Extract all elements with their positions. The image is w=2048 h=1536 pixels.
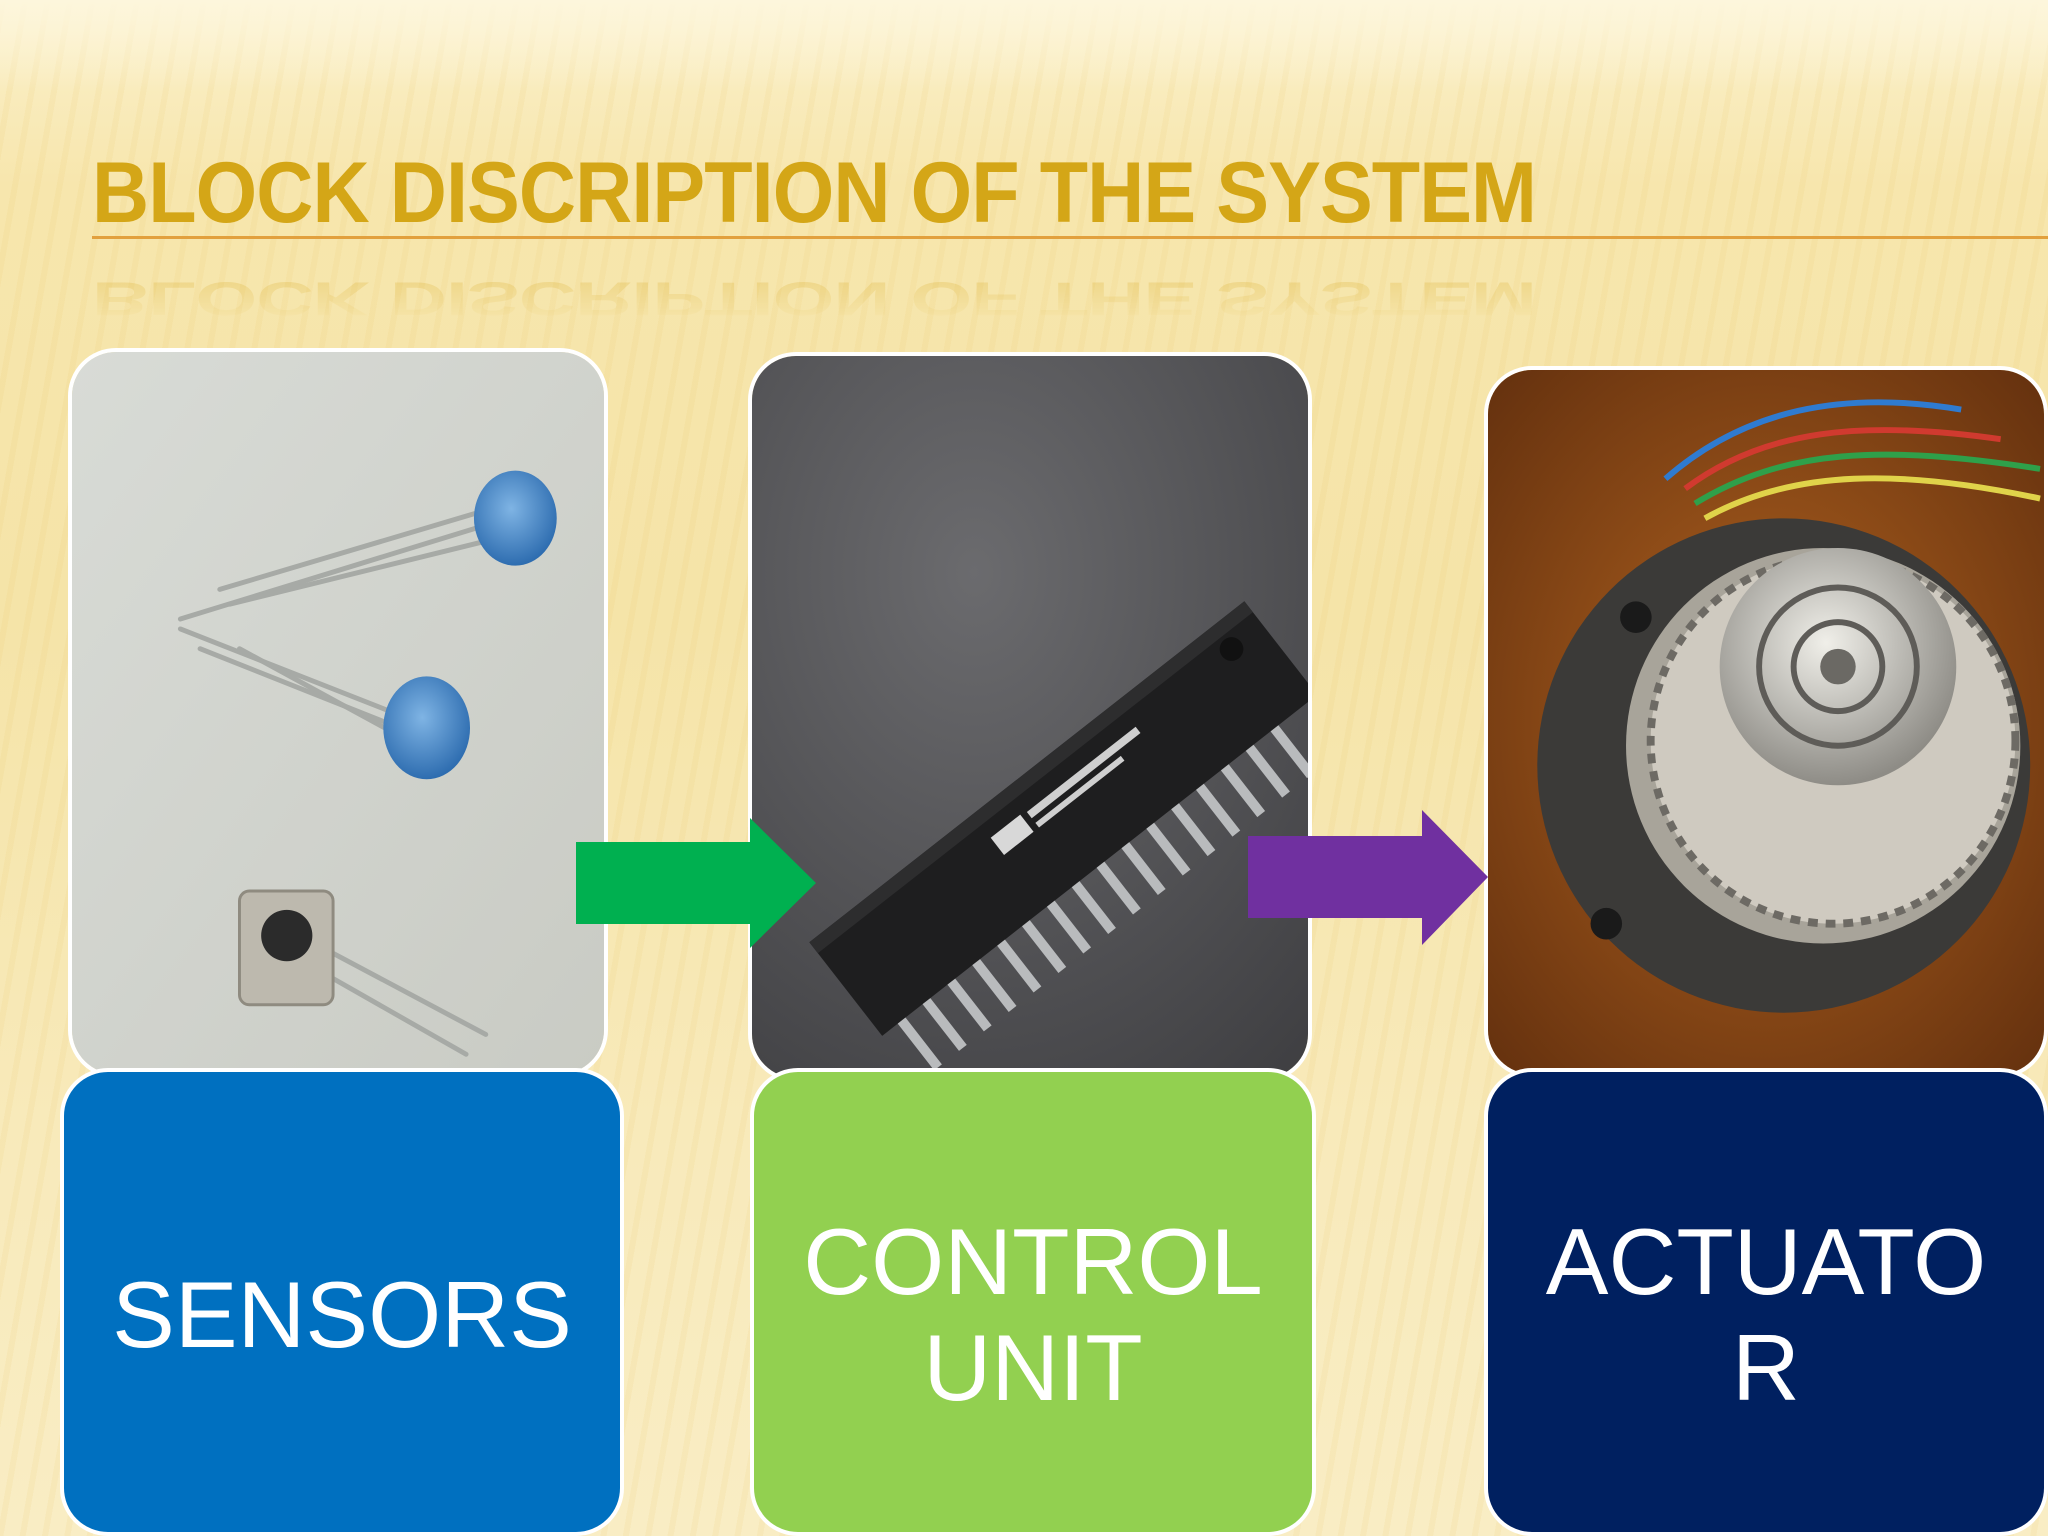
- control-unit-label: CONTROL UNIT: [803, 1209, 1263, 1420]
- stepper-motor-illustration: [1488, 370, 2044, 1074]
- sensors-block: SENSORS: [60, 1068, 624, 1536]
- sensors-photo: [68, 348, 608, 1078]
- control-unit-photo: [748, 352, 1312, 1082]
- control-unit-block: CONTROL UNIT: [750, 1068, 1316, 1536]
- arrow-sensors-to-control: [576, 818, 816, 948]
- microcontroller-illustration: [752, 356, 1308, 1078]
- top-band: [0, 0, 2048, 90]
- right-arrow-icon: [1248, 810, 1488, 945]
- arrow-shape: [1248, 810, 1488, 945]
- sensors-illustration: [72, 352, 604, 1074]
- title-underline: [92, 236, 2048, 239]
- actuator-label: ACTUATOR: [1545, 1209, 1987, 1420]
- actuator-block: ACTUATOR: [1484, 1068, 2048, 1536]
- actuator-photo: [1484, 366, 2048, 1078]
- arrow-control-to-actuator: [1248, 810, 1488, 945]
- slide-title: BLOCK DISCRIPTION OF THE SYSTEM: [92, 145, 1537, 241]
- right-arrow-icon: [576, 818, 816, 948]
- sensors-label: SENSORS: [112, 1262, 572, 1367]
- arrow-shape: [576, 818, 816, 948]
- slide-title-reflection: BLOCK DISCRIPTION OF THE SYSTEM: [92, 271, 1537, 325]
